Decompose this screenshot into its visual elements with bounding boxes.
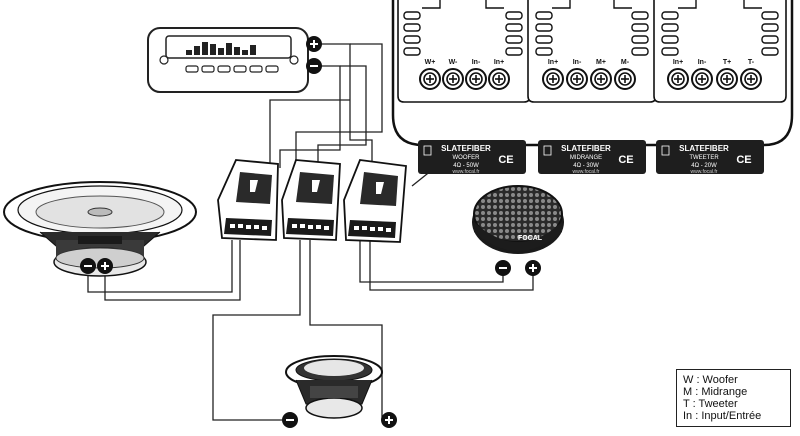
screw-terminal <box>614 68 636 90</box>
terminal-label: W+ <box>425 59 436 66</box>
ce-mark: CE <box>618 154 633 166</box>
plate-spec: 4Ω - 20W <box>691 163 717 169</box>
screw-terminals <box>419 68 762 90</box>
spec-plate-midrange: SLATEFIBER MIDRANGE 4Ω - 30W www.focal.f… <box>538 140 646 175</box>
terminal-label: In- <box>698 59 707 66</box>
spec-plate-woofer: SLATEFIBER WOOFER 4Ω - 50W www.focal.fr … <box>418 140 526 175</box>
bin-icon <box>543 145 552 156</box>
wire-woofer-negative <box>87 240 233 293</box>
minus-icon <box>306 58 322 74</box>
bin-icon <box>423 145 432 156</box>
wire-input-negative <box>279 65 341 168</box>
ce-mark: CE <box>736 154 751 166</box>
legend-item: T : Tweeter <box>683 398 738 410</box>
wire-tweeter-positive <box>369 240 534 291</box>
wire-mid-negative <box>212 240 301 421</box>
wire-woofer-positive <box>104 240 241 301</box>
bin-icon <box>661 145 670 156</box>
terminal-label: In- <box>472 59 481 66</box>
screw-terminal <box>442 68 464 90</box>
screw-terminal <box>419 68 441 90</box>
plate-brand: SLATEFIBER <box>679 144 729 153</box>
plate-spec: 4Ω - 50W <box>453 163 479 169</box>
head-unit-buttons <box>185 65 279 73</box>
plate-type: MIDRANGE <box>570 155 602 161</box>
terminal-label: In+ <box>548 59 558 66</box>
tweeter-speaker: FOCAL <box>472 185 564 276</box>
plate-brand: SLATEFIBER <box>441 144 491 153</box>
minus-icon <box>80 258 96 274</box>
crossover-module-woofer <box>217 159 279 241</box>
crossover-module-tweeter <box>343 159 407 243</box>
plus-icon <box>306 36 322 52</box>
plus-icon <box>97 258 113 274</box>
screw-terminal <box>667 68 689 90</box>
terminal-label: T+ <box>723 59 731 66</box>
midrange-speaker <box>285 355 383 419</box>
plate-type: WOOFER <box>453 155 481 161</box>
plus-icon <box>381 412 397 428</box>
screw-terminal <box>691 68 713 90</box>
plate-brand: SLATEFIBER <box>561 144 611 153</box>
legend-item: W : Woofer <box>683 374 738 386</box>
legend: W : Woofer M : Midrange T : Tweeter In :… <box>676 369 791 427</box>
screw-terminal <box>740 68 762 90</box>
terminal-label: W- <box>449 59 458 66</box>
screw-terminal <box>566 68 588 90</box>
wire-tweeter-negative <box>359 240 504 283</box>
wire-input-positive <box>318 43 373 168</box>
plate-type: TWEETER <box>689 155 719 161</box>
minus-icon <box>495 260 511 276</box>
screw-terminal <box>465 68 487 90</box>
woofer-speaker <box>3 181 197 277</box>
plate-spec: 4Ω - 30W <box>573 163 599 169</box>
plus-icon <box>525 260 541 276</box>
terminal-label: T- <box>748 59 755 66</box>
screw-terminal <box>590 68 612 90</box>
plate-web: www.focal.fr <box>573 169 600 175</box>
tweeter-brand: FOCAL <box>518 235 543 242</box>
terminal-label: In+ <box>673 59 683 66</box>
screw-terminal <box>716 68 738 90</box>
plate-web: www.focal.fr <box>691 169 718 175</box>
screw-terminal <box>542 68 564 90</box>
spec-plate-tweeter: SLATEFIBER TWEETER 4Ω - 20W www.focal.fr… <box>656 140 764 175</box>
head-unit <box>147 27 322 93</box>
terminal-label: M- <box>621 59 630 66</box>
eq-display <box>186 42 256 55</box>
terminal-label: In- <box>573 59 582 66</box>
terminal-labels: W+ W- In- In+ In+ In- M+ M- In+ In- T+ T… <box>425 59 755 66</box>
terminal-label: M+ <box>596 59 606 66</box>
terminal-label: In+ <box>494 59 504 66</box>
legend-item: In : Input/Entrée <box>683 410 762 422</box>
ce-mark: CE <box>498 154 513 166</box>
legend-item: M : Midrange <box>683 386 748 398</box>
minus-icon <box>282 412 298 428</box>
screw-terminal <box>488 68 510 90</box>
plate-web: www.focal.fr <box>453 169 480 175</box>
crossover-module-midrange <box>281 159 341 241</box>
